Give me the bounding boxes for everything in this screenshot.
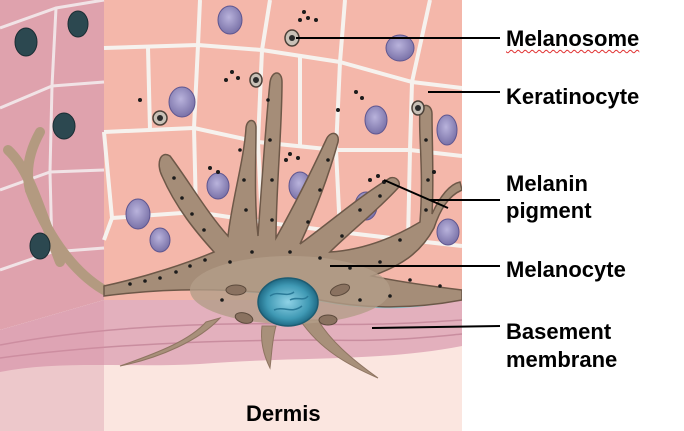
keratinocyte-label: Keratinocyte — [506, 84, 640, 109]
leader-lines — [296, 37, 501, 329]
keratinocyte-nuclei — [125, 5, 460, 253]
melanin-pigment-clusters — [138, 10, 436, 184]
melanocyte-body — [103, 72, 462, 308]
dermis-shadow — [0, 300, 104, 431]
melanosome-label-text: Melanosome — [506, 26, 640, 51]
melanocyte-foot-processes — [119, 317, 379, 379]
melanocyte-label: Melanocyte — [506, 257, 626, 282]
melanocyte-nucleus — [257, 277, 319, 327]
side-panel-nuclei — [14, 10, 89, 260]
melanosome-vesicle-cores — [157, 35, 421, 121]
melanosome-dots — [128, 98, 442, 302]
basement-membrane-label-line2: membrane — [506, 347, 618, 372]
dermis-layer-lines — [0, 319, 462, 359]
mitochondria — [225, 283, 351, 326]
basement-leader — [371, 325, 501, 329]
chromatin — [269, 291, 309, 311]
melanin-pigment-label-line2: pigment — [506, 198, 592, 223]
melanin-leader-a — [383, 179, 449, 209]
side-dendrites — [3, 127, 109, 295]
dermis-label: Dermis — [246, 401, 321, 426]
melanosome-label: Melanosome — [506, 25, 639, 52]
basement-membrane-label-line1: Basement — [506, 319, 612, 344]
melanin-pigment-label-line1: Melanin — [506, 171, 588, 196]
